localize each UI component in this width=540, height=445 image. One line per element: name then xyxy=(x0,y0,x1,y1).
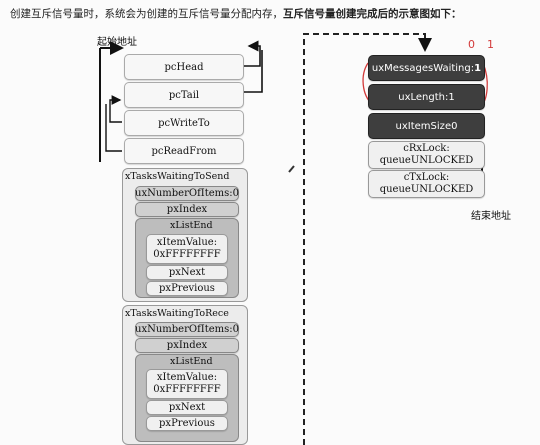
field-tx-lock: cTxLock: queueUNLOCKED xyxy=(368,170,485,198)
field-rx-lock: cRxLock: queueUNLOCKED xyxy=(368,141,485,169)
pctail-pointer xyxy=(243,50,263,93)
start-address-label: 起始地址 xyxy=(97,37,137,48)
messages-waiting-label: uxMessagesWaiting: xyxy=(371,62,475,74)
send-list-end-label: xListEnd xyxy=(170,220,213,231)
field-pchead: pcHead xyxy=(124,54,244,80)
send-item-value-number: 0xFFFFFFFF xyxy=(153,249,221,260)
rece-items-count: uxNumberOfItems:0 xyxy=(135,322,239,337)
pen-mark xyxy=(288,165,295,173)
rx-lock-label: cRxLock: xyxy=(403,143,450,154)
rece-item-value-number: 0xFFFFFFFF xyxy=(153,384,221,395)
field-messages-waiting: uxMessagesWaiting:1 xyxy=(368,55,485,81)
pcwriteto-pointer xyxy=(109,95,122,123)
messages-waiting-value: 1 xyxy=(474,62,482,74)
page-caption: 创建互斥信号量时，系统会为创建的互斥信号量分配内存，互斥信号量创建完成后的示意图… xyxy=(10,6,462,21)
rece-item-value-label: xItemValue: xyxy=(156,372,218,383)
field-pctail: pcTail xyxy=(124,82,244,108)
annotation-one: 1 xyxy=(487,38,494,51)
pcreadfrom-pointer xyxy=(105,104,122,152)
send-index: pxIndex xyxy=(135,202,239,217)
field-pcwriteto: pcWriteTo xyxy=(124,110,244,136)
rece-item-value: xItemValue: 0xFFFFFFFF xyxy=(146,369,228,399)
rece-list-title: xTasksWaitingToRece xyxy=(125,308,229,319)
send-previous: pxPrevious xyxy=(146,281,228,296)
field-pcreadfrom: pcReadFrom xyxy=(124,138,244,164)
item-size-value: e0 xyxy=(444,120,458,132)
rece-index: pxIndex xyxy=(135,338,239,353)
rece-previous: pxPrevious xyxy=(146,416,228,431)
send-next: pxNext xyxy=(146,265,228,280)
end-address-label: 结束地址 xyxy=(471,211,511,222)
field-length: uxLength:1 xyxy=(368,84,485,110)
send-item-value: xItemValue: 0xFFFFFFFF xyxy=(146,234,228,264)
annotation-zero: 0 xyxy=(468,38,475,51)
send-list-title: xTasksWaitingToSend xyxy=(125,171,230,182)
pchead-pointer xyxy=(243,40,261,67)
rx-lock-value: queueUNLOCKED xyxy=(379,155,474,166)
caption-bold-text: 互斥信号量创建完成后的示意图如下： xyxy=(283,8,462,20)
item-size-label: uxItemSiz xyxy=(395,120,445,132)
tx-lock-value: queueUNLOCKED xyxy=(379,184,474,195)
send-item-value-label: xItemValue: xyxy=(156,237,218,248)
rece-next: pxNext xyxy=(146,400,228,415)
send-items-count: uxNumberOfItems:0 xyxy=(135,186,239,201)
caption-text: 创建互斥信号量时，系统会为创建的互斥信号量分配内存， xyxy=(10,8,283,20)
tx-lock-label: cTxLock: xyxy=(403,172,450,183)
rece-list-end-label: xListEnd xyxy=(170,356,213,367)
